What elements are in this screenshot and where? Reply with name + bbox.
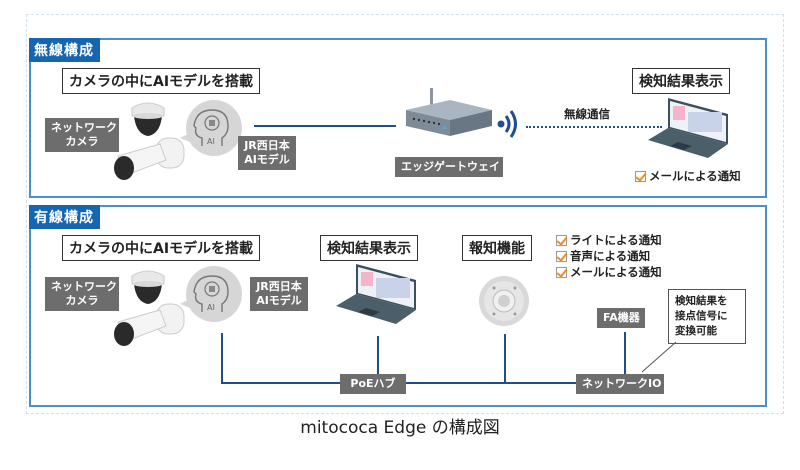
- notification-text: メールによる通知: [649, 169, 741, 183]
- label-line: JR西日本: [256, 280, 302, 293]
- check-icon: [556, 266, 567, 278]
- wireless-ai-model-label: JR西日本 AIモデル: [238, 136, 296, 170]
- wired-ai-model-label: JR西日本 AIモデル: [250, 277, 308, 311]
- alert-function-title: 報知機能: [462, 235, 532, 261]
- wireless-comm-label: 無線通信: [564, 107, 610, 121]
- wired-section-tag: 有線構成: [29, 205, 100, 229]
- label-line: カメラ: [65, 135, 99, 148]
- wired-network-camera-label: ネットワーク カメラ: [45, 277, 119, 311]
- wired-notification-sound: 音声による通知: [556, 248, 650, 264]
- fa-device-label: FA機器: [597, 308, 645, 328]
- alert-light-line: [504, 334, 506, 383]
- dome-camera-icon: [131, 102, 165, 136]
- label-line: カメラ: [65, 294, 99, 307]
- wired-notification-light: ライトによる通知: [556, 232, 662, 248]
- laptop-icon: [648, 98, 728, 158]
- figure-caption: mitococa Edge の構成図: [300, 418, 500, 438]
- signal-conversion-note: 検知結果を 接点信号に 変換可能: [668, 289, 746, 344]
- fa-device-line: [624, 332, 626, 374]
- wireless-section-tag: 無線構成: [29, 38, 100, 62]
- check-icon: [635, 170, 646, 182]
- label-line: AIモデル: [256, 294, 302, 307]
- wired-result-title: 検知結果表示: [320, 235, 418, 261]
- wireless-notification-mail: メールによる通知: [635, 168, 741, 184]
- label-line: ネットワーク: [51, 280, 117, 293]
- notification-text: メールによる通知: [570, 265, 662, 279]
- bullet-camera-icon: [114, 137, 185, 180]
- laptop-icon: [336, 264, 416, 324]
- note-line: 検知結果を: [675, 295, 728, 307]
- wireless-camera-gateway-line: [254, 125, 396, 127]
- laptop-poe-line: [377, 336, 379, 374]
- label-line: JR西日本: [244, 139, 290, 152]
- wired-camera-ai-title: カメラの中にAIモデルを搭載: [62, 235, 261, 261]
- bullet-camera-icon: [114, 303, 185, 346]
- label-line: ネットワーク: [51, 121, 117, 134]
- outer-frame: [26, 14, 784, 414]
- poe-networkio-line: [405, 382, 585, 384]
- check-icon: [556, 250, 567, 262]
- note-line: 接点信号に: [675, 310, 728, 322]
- wireless-network-camera-label: ネットワーク カメラ: [45, 118, 119, 152]
- wired-notification-mail: メールによる通知: [556, 264, 662, 280]
- ai-badge: AI: [207, 303, 215, 312]
- edge-gateway-label: エッジゲートウェイ: [395, 157, 503, 177]
- note-line: 変換可能: [675, 325, 717, 337]
- alert-light-icon: [479, 276, 529, 326]
- check-icon: [556, 234, 567, 246]
- camera-poe-horizontal-line: [221, 382, 341, 384]
- wireless-comm-dotted-line: [526, 126, 662, 128]
- wireless-result-title: 検知結果表示: [632, 68, 730, 94]
- notification-text: 音声による通知: [570, 249, 651, 263]
- wireless-camera-ai-title: カメラの中にAIモデルを搭載: [62, 68, 261, 94]
- ai-brain-icon: AI: [180, 100, 242, 156]
- ai-brain-icon: AI: [180, 266, 242, 322]
- network-io-label: ネットワークIO: [576, 374, 664, 394]
- ai-badge: AI: [207, 137, 215, 146]
- dome-camera-icon: [131, 270, 165, 304]
- note-pointer-line: [641, 341, 677, 373]
- label-line: AIモデル: [244, 153, 290, 166]
- wireless-signal-icon: [497, 110, 517, 138]
- camera-poe-vertical-line: [221, 333, 223, 383]
- poe-hub-label: PoEハブ: [340, 374, 406, 394]
- notification-text: ライトによる通知: [570, 233, 662, 247]
- edge-gateway-icon: [406, 88, 492, 136]
